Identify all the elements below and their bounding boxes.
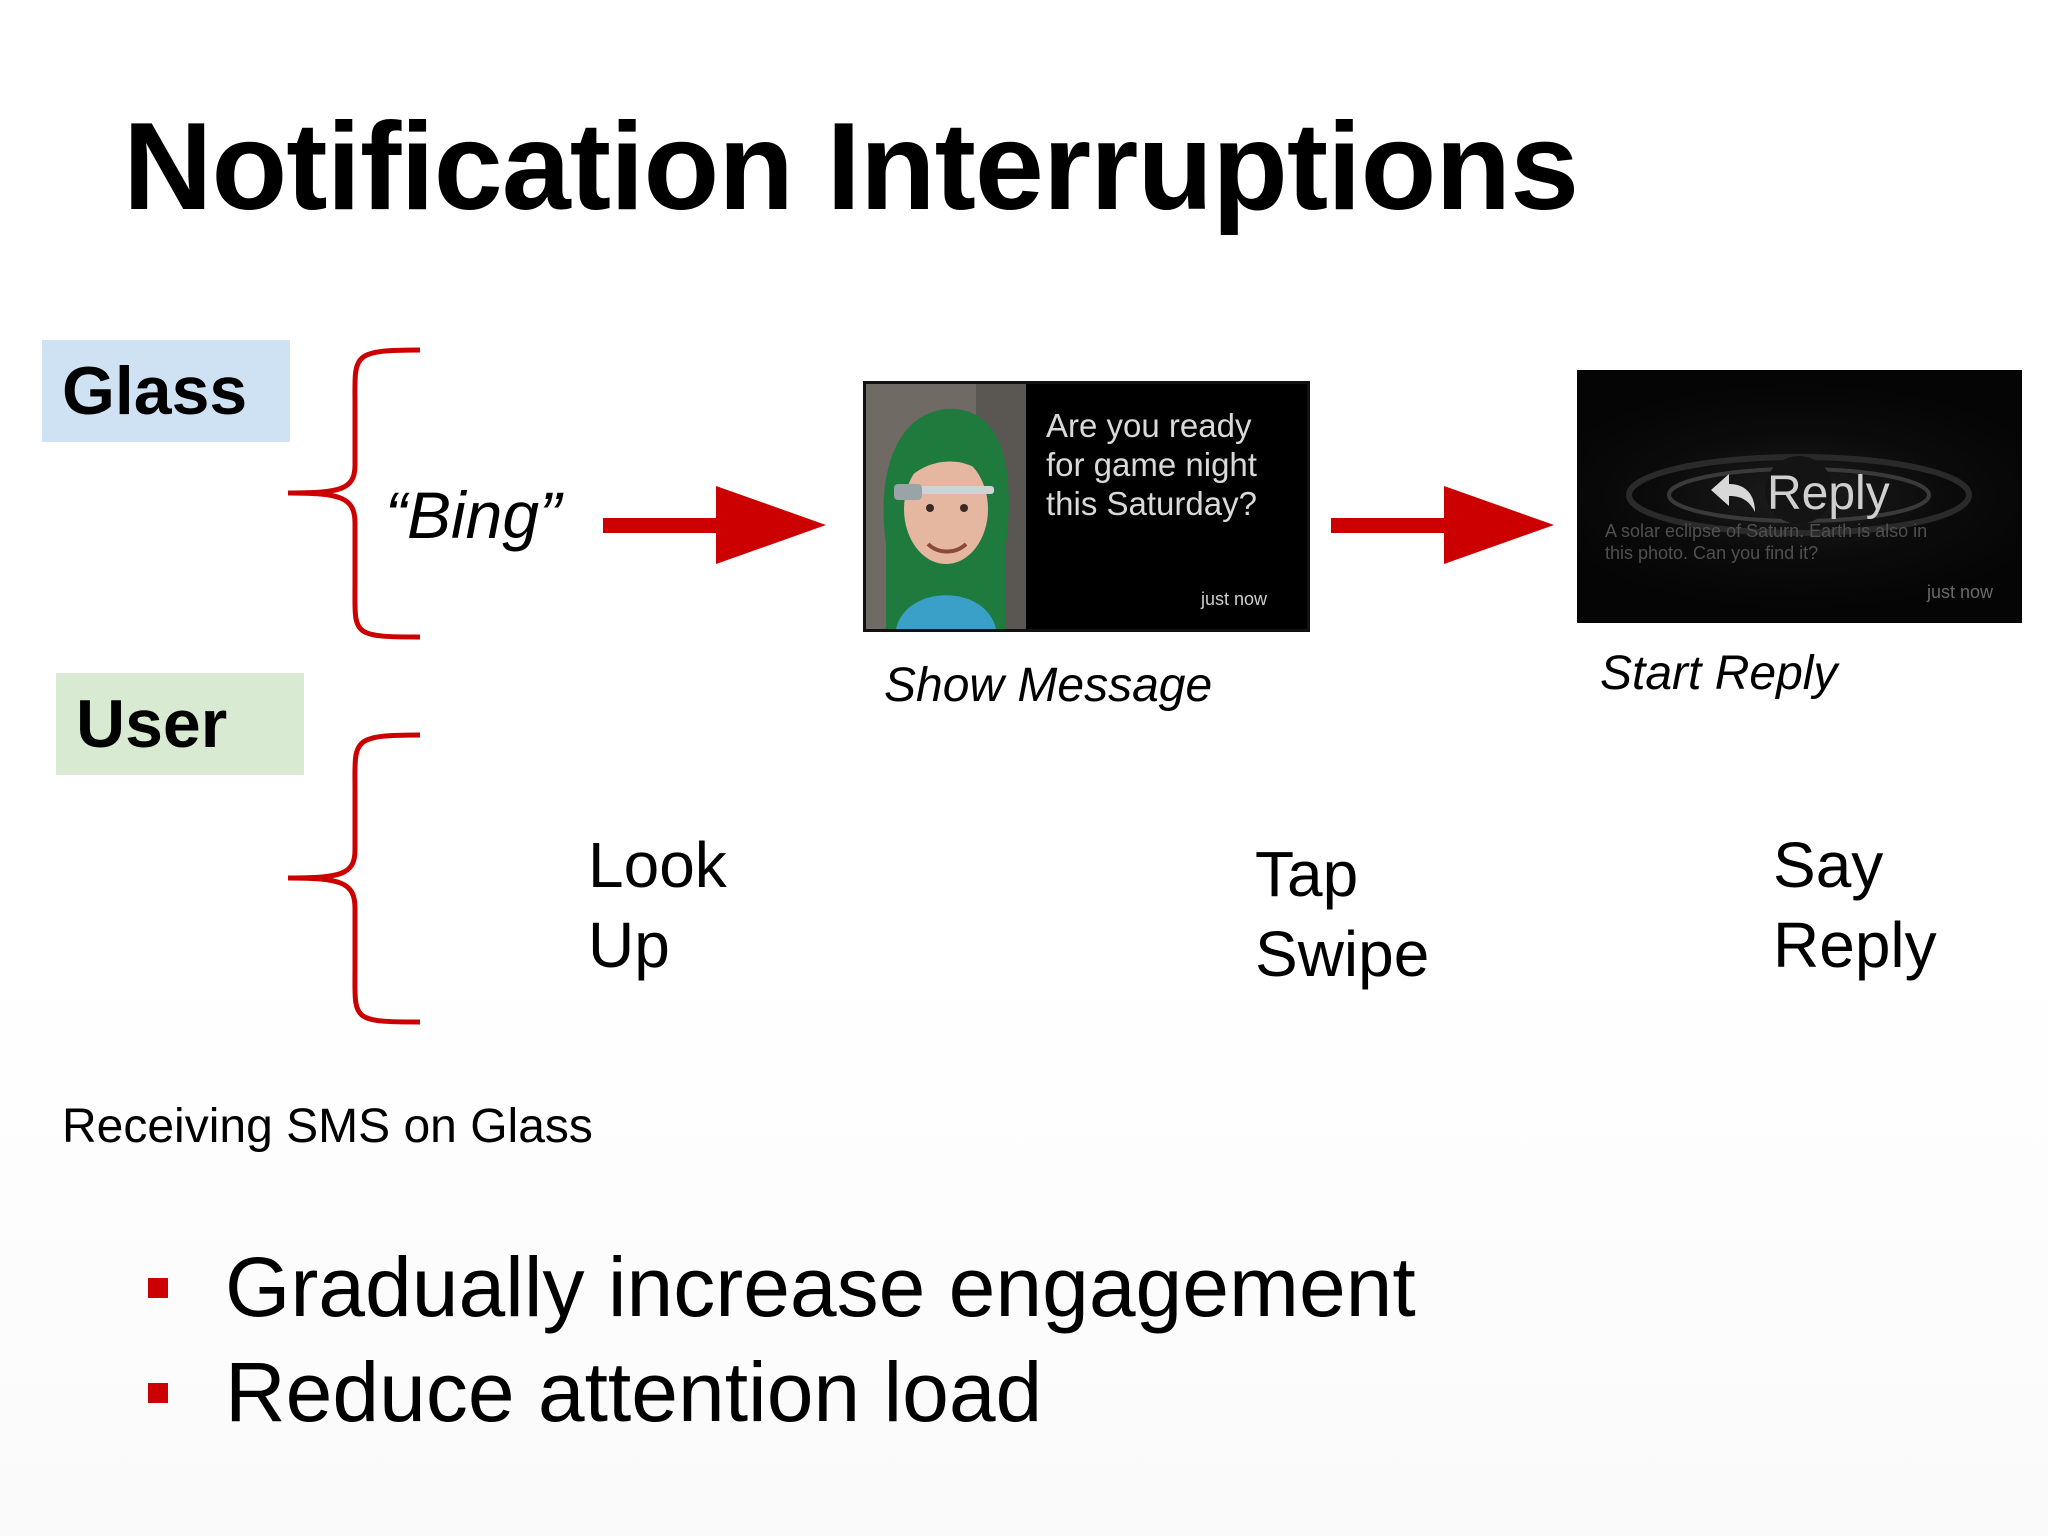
square-bullet-icon [148,1383,168,1403]
footnote: Receiving SMS on Glass [62,1103,593,1151]
message-line: Are you ready [1046,406,1296,445]
user-action-line: Reply [1773,905,1937,985]
reply-arrow-icon [1707,472,1759,514]
bing-sound-label: “Bing” [385,482,561,548]
bullet-text: Reduce attention load [225,1350,1042,1434]
start-reply-caption: Start Reply [1600,650,1837,698]
reply-description: A solar eclipse of Saturn. Earth is also… [1605,520,2005,564]
reply-timestamp: just now [1927,582,1993,603]
arrow-right-icon [1328,480,1560,570]
message-timestamp: just now [1201,589,1267,610]
user-action-line: Up [588,905,727,985]
message-text: Are you ready for game night this Saturd… [1046,406,1296,523]
user-action-line: Look [588,825,727,905]
user-portrait-photo [866,384,1026,629]
user-action-tap-swipe: Tap Swipe [1255,834,1429,994]
user-brace [280,730,430,1030]
user-label: User [76,690,227,758]
reply-card: Reply A solar eclipse of Saturn. Earth i… [1577,370,2022,623]
user-action-line: Tap [1255,834,1429,914]
reply-description-line: A solar eclipse of Saturn. Earth is also… [1605,520,2005,542]
reply-action-label: Reply [1767,470,1890,518]
user-action-line: Swipe [1255,914,1429,994]
user-action-look-up: Look Up [588,825,727,985]
glass-label-box: Glass [42,340,290,442]
reply-description-line: this photo. Can you find it? [1605,542,2005,564]
arrow-right-icon [600,480,832,570]
user-label-box: User [56,673,304,775]
show-message-caption: Show Message [884,662,1212,710]
glass-label: Glass [62,357,247,425]
slide-title: Notification Interruptions [123,105,1578,229]
square-bullet-icon [148,1278,168,1298]
user-action-say-reply: Say Reply [1773,825,1937,985]
message-line: this Saturday? [1046,484,1296,523]
user-action-line: Say [1773,825,1937,905]
message-line: for game night [1046,445,1296,484]
bullet-text: Gradually increase engagement [225,1245,1416,1329]
message-card: Are you ready for game night this Saturd… [863,381,1310,632]
